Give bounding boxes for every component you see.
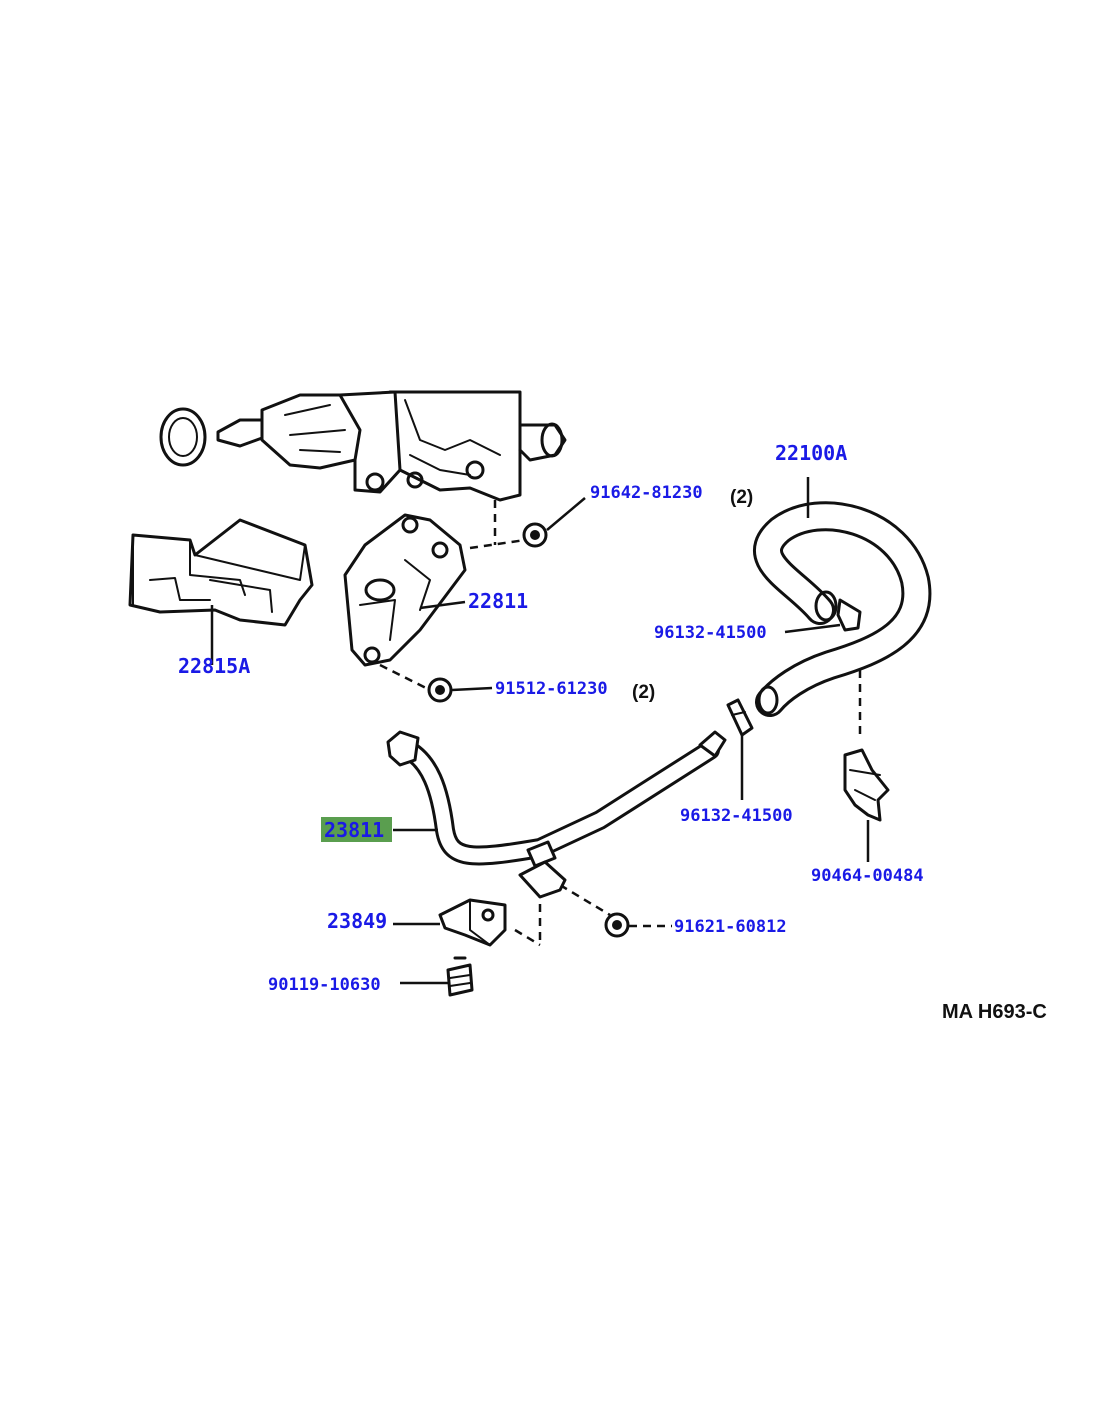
- part-22811-drawing: [343, 513, 467, 667]
- label-qty-91512: (2): [632, 682, 655, 703]
- label-91512-61230[interactable]: 91512-61230: [495, 679, 608, 699]
- label-22100A[interactable]: 22100A: [775, 441, 847, 465]
- nut-91621-drawing: [604, 912, 672, 938]
- nut-91512-drawing: [427, 677, 493, 703]
- part-22100A-hose-drawing: [753, 477, 932, 717]
- engine-housing-drawing: [159, 390, 567, 502]
- label-91642-81230[interactable]: 91642-81230: [590, 483, 703, 503]
- nut-91642-drawing: [522, 497, 586, 548]
- alignment-dashes: [379, 500, 862, 947]
- label-96132-41500-upper[interactable]: 96132-41500: [654, 623, 767, 643]
- part-23811-pipe-drawing: [386, 730, 727, 899]
- label-90119-10630[interactable]: 90119-10630: [268, 975, 381, 995]
- highlight-23811: [321, 817, 392, 842]
- diagram-code: MA H693-C: [942, 1001, 1047, 1023]
- clamp-90464-drawing: [843, 748, 890, 862]
- label-qty-91642: (2): [730, 487, 753, 508]
- label-23811[interactable]: 23811: [324, 818, 384, 842]
- label-90464-00484[interactable]: 90464-00484: [811, 866, 924, 886]
- part-22815A-drawing: [128, 518, 314, 665]
- label-22815A[interactable]: 22815A: [178, 654, 250, 678]
- label-23849[interactable]: 23849: [327, 909, 387, 933]
- label-22811[interactable]: 22811: [468, 589, 528, 613]
- bolt-90119-drawing: [400, 956, 474, 997]
- part-23849-bracket-drawing: [393, 898, 507, 947]
- label-96132-41500-lower[interactable]: 96132-41500: [680, 806, 793, 826]
- clip-96132-drawing: [726, 698, 754, 800]
- label-91621-60812[interactable]: 91621-60812: [674, 917, 787, 937]
